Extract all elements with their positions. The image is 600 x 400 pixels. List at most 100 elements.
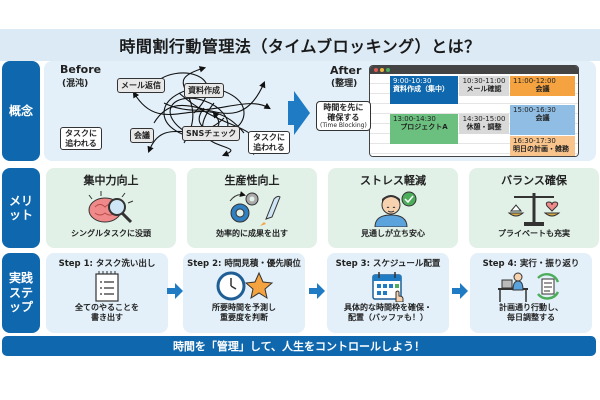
time-blocking-bubble: 時間を先に 確保する (Time Blocking) (316, 101, 371, 132)
merit-title: 生産性向上 (224, 174, 280, 187)
block-label: 会議 (535, 114, 550, 123)
block-time: 10:30-11:00 (462, 77, 506, 85)
bubble-caption: (Time Blocking) (320, 122, 367, 130)
schedule-block: 14:30-15:00 休憩・調整 (459, 114, 509, 134)
step-card: Step 4: 実行・振り返り 計画通り行動し、 毎日調整する (470, 253, 592, 333)
checklist-notepad-icon (46, 269, 168, 303)
step-card: Step 2: 時間見積・優先順位 所要時間を予測し 重要度を判断 (183, 253, 305, 333)
block-label: メール確認 (466, 85, 502, 94)
merit-card: 生産性向上 効率的に成果を出す (187, 168, 317, 248)
schedule-block: 9:00-10:30 資料作成（集中） (390, 76, 458, 104)
clock-star-icon (183, 269, 305, 303)
schedule-block: 11:00-12:00 会議 (510, 76, 575, 96)
step-card: Step 1: タスク洗い出し 全てのやることを 書き出す (46, 253, 168, 333)
merit-desc: 見通しが立ち安心 (361, 229, 425, 238)
chaos-tangle-icon (132, 66, 271, 157)
block-time: 13:00-14:30 (393, 115, 436, 123)
after-title: After (330, 64, 362, 77)
block-label: 会議 (535, 85, 550, 94)
step-arrow-icon (167, 283, 183, 299)
speech-bubble: タスクに 追われる (60, 127, 102, 151)
bubble-line: 追われる (65, 138, 97, 148)
block-label: プロジェクトA (400, 123, 448, 132)
speech-bubble: タスクに 追われる (248, 131, 290, 155)
chaos-tag: 資料作成 (184, 83, 224, 98)
step-title: Step 3: スケジュール配置 (335, 259, 441, 269)
step-desc-line: 具体的な時間枠を確保・ (344, 303, 432, 312)
chaos-tag: SNSチェック (182, 126, 241, 141)
transition-arrow-body (288, 101, 296, 125)
row-label-steps: 実践 ステ ップ (2, 253, 40, 333)
merit-card: バランス確保 プライベートも充実 (469, 168, 599, 248)
merit-desc: 効率的に成果を出す (216, 229, 288, 238)
bubble-line: 確保する (327, 112, 360, 122)
window-maximize-dot (386, 68, 390, 72)
gears-rocket-icon (187, 188, 317, 228)
row-label-steps-line: 実践 (8, 271, 33, 286)
balance-scale-icon (469, 188, 599, 228)
step-arrow-icon (452, 283, 468, 299)
row-label-steps-line: ステ (8, 285, 33, 300)
row-label-steps-line: ップ (8, 300, 33, 315)
concept-panel: Before (混沌) メール返信 資料作成 会議 SNSチェック タスクに 追… (44, 61, 596, 161)
bubble-line: タスクに (253, 133, 285, 142)
window-titlebar (370, 66, 578, 74)
step-desc-line: 計画通り行動し、 (499, 303, 563, 312)
step-desc: 所要時間を予測し 重要度を判断 (183, 303, 305, 323)
merit-card: ストレス軽減 見通しが立ち安心 (328, 168, 458, 248)
footer-banner: 時間を「管理」して、人生をコントロールしよう！ (2, 336, 596, 356)
block-time: 9:00-10:30 (393, 77, 432, 85)
schedule-block: 13:00-14:30 プロジェクトA (390, 114, 458, 144)
block-time: 11:00-12:00 (513, 77, 556, 85)
before-title: Before (60, 63, 102, 76)
row-label-merit-line: ット (8, 208, 33, 222)
bubble-line: 追われる (253, 142, 285, 152)
merit-desc: プライベートも充実 (498, 229, 570, 238)
block-label: 資料作成（集中） (393, 85, 449, 94)
merit-title: バランス確保 (501, 174, 567, 187)
step-arrow-icon (309, 283, 325, 299)
step-desc: 具体的な時間枠を確保・ 配置（バッファも！） (327, 303, 449, 323)
bubble-line: タスクに (65, 129, 97, 138)
step-desc-line: 毎日調整する (507, 313, 555, 322)
schedule-grid: 9:00-10:30 資料作成（集中） 10:30-11:00 メール確認 11… (370, 74, 578, 156)
after-subtitle: (整理) (331, 79, 358, 89)
bubble-line: 時間を先に (323, 103, 364, 112)
block-time: 14:30-15:00 (462, 115, 506, 123)
merit-title: 集中力向上 (83, 174, 139, 187)
step-card: Step 3: スケジュール配置 具体的な時間枠を確保・ 配置（バッファも！） (327, 253, 449, 333)
relaxed-person-check-icon (328, 188, 458, 228)
block-time: 15:00-16:30 (513, 106, 556, 114)
block-label: 休憩・調整 (466, 123, 502, 132)
step-desc-line: 所要時間を予測し (212, 303, 276, 312)
window-close-dot (374, 68, 378, 72)
merit-card: 集中力向上 シングルタスクに没頭 (46, 168, 176, 248)
block-label: 明日の計画・雑務 (513, 145, 569, 154)
step-title: Step 1: タスク洗い出し (58, 259, 156, 269)
row-label-concept: 概念 (2, 61, 40, 161)
step-title: Step 4: 実行・振り返り (482, 259, 580, 269)
window-minimize-dot (380, 68, 384, 72)
step-title: Step 2: 時間見積・優先順位 (187, 259, 301, 269)
calendar-tap-icon (327, 269, 449, 303)
step-desc-line: 全てのやることを (75, 303, 139, 312)
worker-review-cycle-icon (470, 269, 592, 303)
schedule-window: 9:00-10:30 資料作成（集中） 10:30-11:00 メール確認 11… (369, 65, 579, 157)
step-desc-line: 配置（バッファも！） (348, 313, 428, 322)
step-desc-line: 重要度を判断 (220, 313, 268, 322)
row-label-merit: メリ ット (2, 168, 40, 248)
schedule-block: 16:30-17:30 明日の計画・雑務 (510, 136, 575, 156)
page-title: 時間割行動管理法（タイムブロッキング）とは？ (119, 37, 481, 56)
schedule-block: 15:00-16:30 会議 (510, 105, 575, 135)
before-subtitle: (混沌) (62, 79, 89, 89)
brain-magnifier-icon (46, 188, 176, 228)
merit-title: ストレス軽減 (360, 174, 426, 187)
footer-slogan: 時間を「管理」して、人生をコントロールしよう！ (172, 340, 426, 353)
merit-desc: シングルタスクに没頭 (71, 229, 151, 238)
title-bar: 時間割行動管理法（タイムブロッキング）とは？ (0, 29, 600, 61)
block-time: 16:30-17:30 (513, 137, 556, 145)
chaos-tag: 会議 (130, 128, 154, 143)
step-desc: 全てのやることを 書き出す (46, 303, 168, 323)
schedule-block: 10:30-11:00 メール確認 (459, 76, 509, 96)
step-desc: 計画通り行動し、 毎日調整する (470, 303, 592, 323)
